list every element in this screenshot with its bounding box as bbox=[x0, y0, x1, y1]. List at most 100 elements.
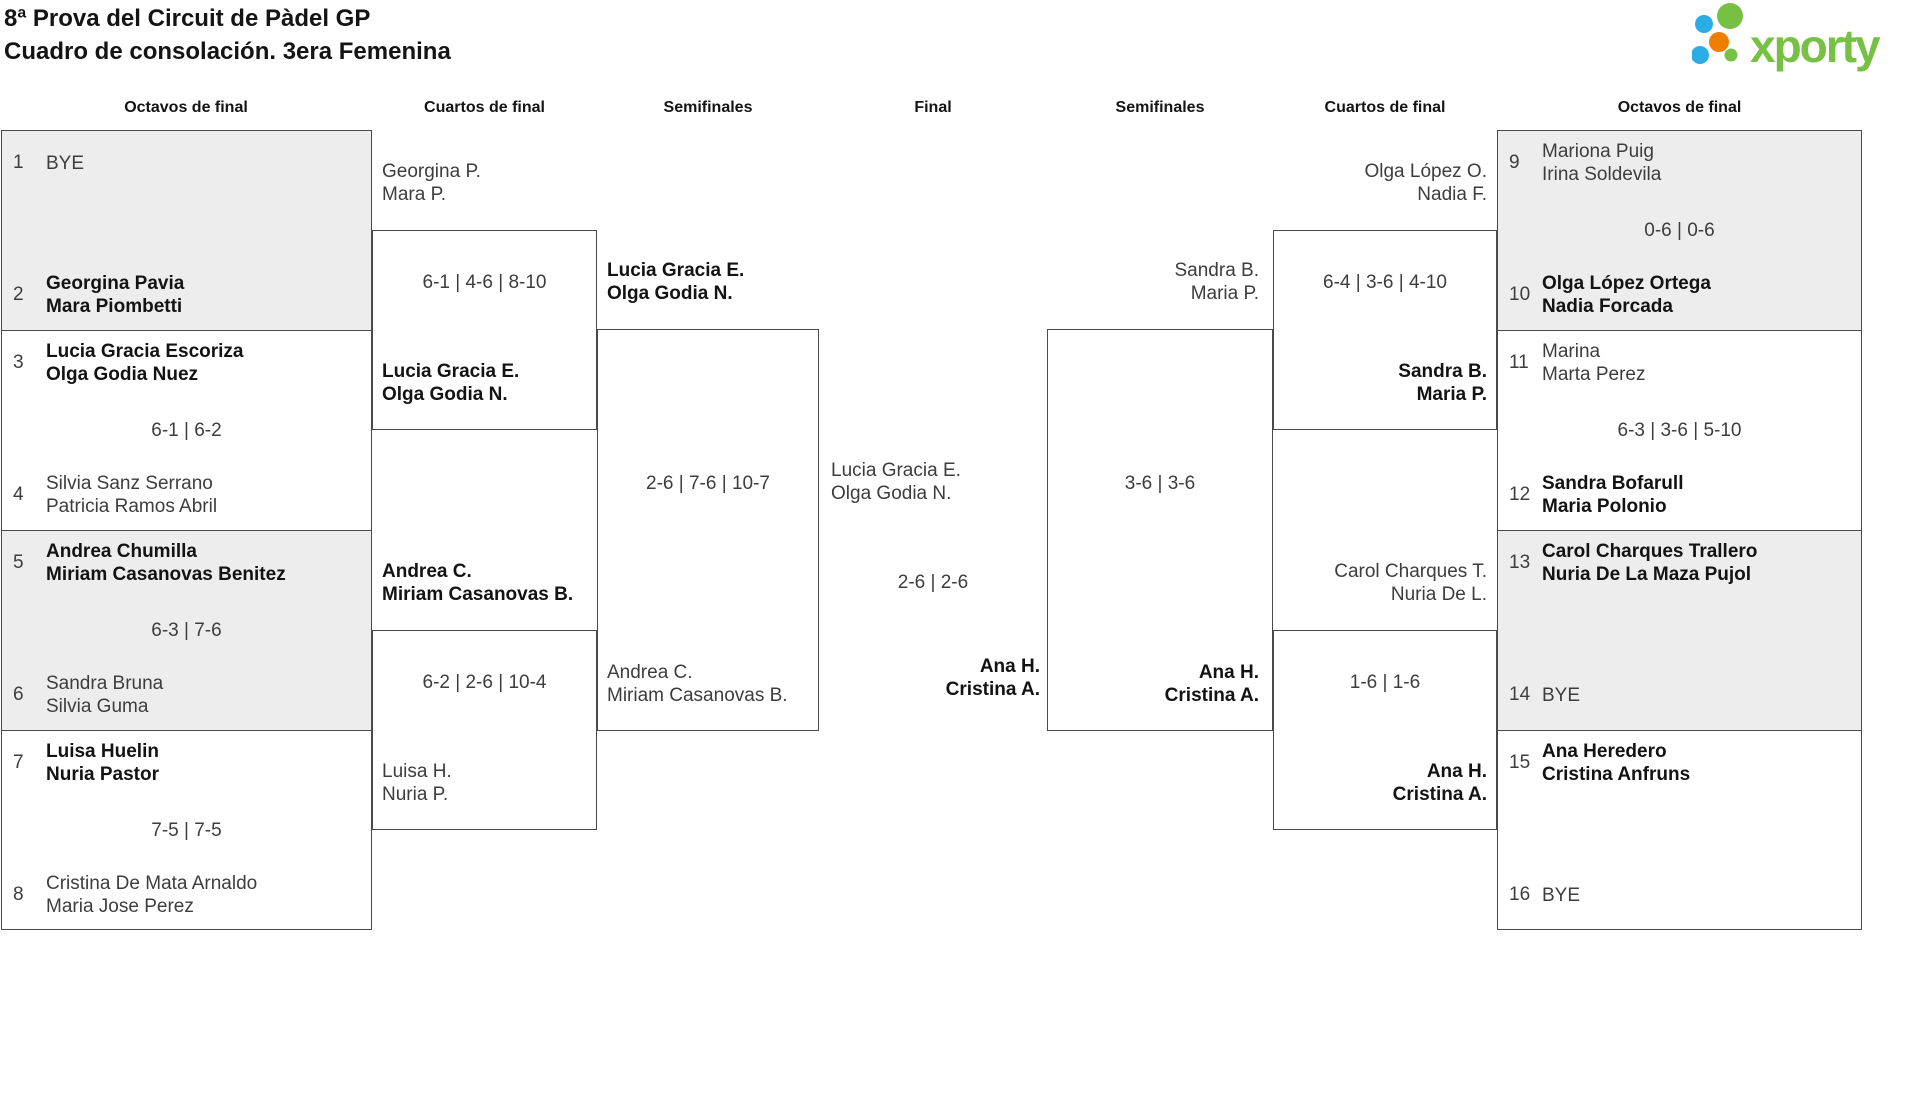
match-divider-line bbox=[1498, 330, 1861, 331]
match-shading bbox=[1498, 530, 1861, 730]
player-name: Sandra B. bbox=[1174, 260, 1260, 281]
team-label: Sandra B. Maria P. bbox=[1398, 360, 1487, 406]
team-slot: 2 Georgina Pavia Mara Piombetti bbox=[1, 270, 372, 320]
player-name: Cristina A. bbox=[1392, 784, 1487, 805]
team-names: Georgina Pavia Mara Piombetti bbox=[46, 272, 184, 318]
match-divider-line bbox=[1498, 530, 1861, 531]
bracket-subtitle: Cuadro de consolación. 3era Femenina bbox=[4, 38, 451, 65]
team-label: Ana H. Cristina A. bbox=[1393, 760, 1487, 806]
player-name: Patricia Ramos Abril bbox=[46, 496, 218, 517]
team-label: Andrea C. Miriam Casanovas B. bbox=[607, 661, 788, 707]
player-name: Irina Soldevila bbox=[1542, 164, 1662, 185]
logo-dot-green-large bbox=[1717, 3, 1743, 29]
player-name: Nuria P. bbox=[382, 784, 449, 805]
team-names: Marina Marta Perez bbox=[1542, 340, 1645, 386]
qf-right-bottom-box bbox=[1273, 630, 1497, 830]
team-label: Ana H. Cristina A. bbox=[1165, 661, 1259, 707]
team-names: Olga López O. Nadia F. bbox=[1364, 160, 1487, 206]
player-name: Mara Piombetti bbox=[46, 296, 183, 317]
match-score: 6-1 | 6-2 bbox=[151, 420, 222, 441]
r16-right-frame bbox=[1497, 130, 1862, 930]
player-name: Marina bbox=[1542, 341, 1601, 362]
seed-number: 10 bbox=[1509, 284, 1531, 305]
team-label: Lucia Gracia E. Olga Godia N. bbox=[607, 259, 744, 305]
team-slot: 5 Andrea Chumilla Miriam Casanovas Benit… bbox=[1, 538, 372, 588]
match-shading bbox=[2, 530, 371, 730]
team-slot: 15 Ana Heredero Cristina Anfruns bbox=[1497, 738, 1862, 788]
team-slot: 4 Silvia Sanz Serrano Patricia Ramos Abr… bbox=[1, 470, 372, 520]
player-name: Maria Polonio bbox=[1542, 496, 1667, 517]
player-name: Lucia Gracia E. bbox=[382, 361, 520, 382]
r16-left-frame bbox=[1, 130, 372, 930]
team-names: Ana H. Cristina A. bbox=[1393, 760, 1487, 806]
logo-dot-green-small bbox=[1724, 48, 1738, 62]
player-name: Maria P. bbox=[1190, 283, 1259, 304]
team-names: Lucia Gracia E. Olga Godia N. bbox=[607, 259, 744, 305]
team-slot: 13 Carol Charques Trallero Nuria De La M… bbox=[1497, 538, 1862, 588]
team-names: Luisa H. Nuria P. bbox=[382, 760, 452, 806]
team-label: Sandra B. Maria P. bbox=[1175, 259, 1260, 305]
seed-number: 3 bbox=[13, 352, 24, 373]
player-name: Carol Charques Trallero bbox=[1542, 541, 1758, 562]
player-name: Ana Heredero bbox=[1542, 741, 1667, 762]
match-score: 6-4 | 3-6 | 4-10 bbox=[1323, 272, 1447, 293]
player-name: Sandra Bruna bbox=[46, 673, 164, 694]
player-name: Cristina De Mata Arnaldo bbox=[46, 873, 258, 894]
team-label: Olga López O. Nadia F. bbox=[1364, 160, 1487, 206]
team-names: Sandra B. Maria P. bbox=[1175, 259, 1260, 305]
player-name: BYE bbox=[1542, 684, 1581, 706]
match-score: 6-3 | 3-6 | 5-10 bbox=[1617, 420, 1742, 441]
player-name: Olga Godia N. bbox=[607, 283, 733, 304]
team-slot: 10 Olga López Ortega Nadia Forcada bbox=[1497, 270, 1862, 320]
match-score: 7-5 | 7-5 bbox=[151, 820, 222, 841]
player-name: Nuria De La Maza Pujol bbox=[1542, 564, 1752, 585]
team-names: Cristina De Mata Arnaldo Maria Jose Pere… bbox=[46, 872, 257, 918]
team-slot: 9 Mariona Puig Irina Soldevila bbox=[1497, 138, 1862, 188]
seed-number: 1 bbox=[13, 152, 24, 173]
seed-number: 2 bbox=[13, 284, 24, 305]
seed-number: 7 bbox=[13, 752, 24, 773]
player-name: Ana H. bbox=[1426, 761, 1487, 782]
match-shading bbox=[1498, 131, 1861, 330]
seed-number: 6 bbox=[13, 684, 24, 705]
player-name: Miriam Casanovas Benitez bbox=[46, 564, 286, 585]
player-name: Luisa Huelin bbox=[46, 741, 159, 762]
player-name: Nuria De L. bbox=[1390, 584, 1487, 605]
xporty-logo[interactable]: xporty bbox=[1691, 0, 1912, 78]
round-header-final: Final bbox=[914, 99, 952, 116]
team-label: Carol Charques T. Nuria De L. bbox=[1334, 560, 1487, 606]
team-names: Lucia Gracia Escoriza Olga Godia Nuez bbox=[46, 340, 244, 386]
team-names: Andrea C. Miriam Casanovas B. bbox=[607, 661, 788, 707]
seed-number: 14 bbox=[1509, 684, 1531, 705]
team-names: Carol Charques Trallero Nuria De La Maza… bbox=[1542, 540, 1757, 586]
team-names: Andrea C. Miriam Casanovas B. bbox=[382, 560, 573, 606]
player-name: Olga López O. bbox=[1364, 161, 1487, 182]
player-name: Nuria Pastor bbox=[46, 764, 159, 785]
team-slot: 7 Luisa Huelin Nuria Pastor bbox=[1, 738, 372, 788]
seed-number: 16 bbox=[1509, 884, 1531, 905]
player-name: Cristina A. bbox=[1164, 685, 1259, 706]
player-name: Ana H. bbox=[1198, 662, 1259, 683]
player-name: Luisa H. bbox=[382, 761, 452, 782]
seed-number: 11 bbox=[1509, 352, 1529, 373]
round-header-sf-right: Semifinales bbox=[1115, 99, 1205, 116]
team-names: Mariona Puig Irina Soldevila bbox=[1542, 140, 1661, 186]
xporty-logo-graphic: xporty bbox=[1691, 3, 1883, 72]
team-names: Lucia Gracia E. Olga Godia N. bbox=[831, 459, 961, 505]
round-header-qf-right: Cuartos de final bbox=[1324, 99, 1446, 116]
team-label: Andrea C. Miriam Casanovas B. bbox=[382, 560, 573, 606]
player-name: Nadia Forcada bbox=[1542, 296, 1673, 317]
team-names: Sandra B. Maria P. bbox=[1398, 360, 1487, 406]
player-name: Olga Godia N. bbox=[382, 384, 508, 405]
match-divider-line bbox=[2, 330, 371, 331]
player-name: Maria Jose Perez bbox=[46, 896, 194, 917]
player-name: Lucia Gracia Escoriza bbox=[46, 341, 244, 362]
match-score: 6-2 | 2-6 | 10-4 bbox=[422, 672, 547, 693]
team-label: Lucia Gracia E. Olga Godia N. bbox=[382, 360, 519, 406]
match-score: 6-1 | 4-6 | 8-10 bbox=[422, 272, 547, 293]
match-score: 6-3 | 7-6 bbox=[151, 620, 222, 641]
team-names: Sandra Bruna Silvia Guma bbox=[46, 672, 163, 718]
qf-right-top-box bbox=[1273, 230, 1497, 430]
player-name: Silvia Sanz Serrano bbox=[46, 473, 213, 494]
player-name: Olga Godia Nuez bbox=[46, 364, 199, 385]
